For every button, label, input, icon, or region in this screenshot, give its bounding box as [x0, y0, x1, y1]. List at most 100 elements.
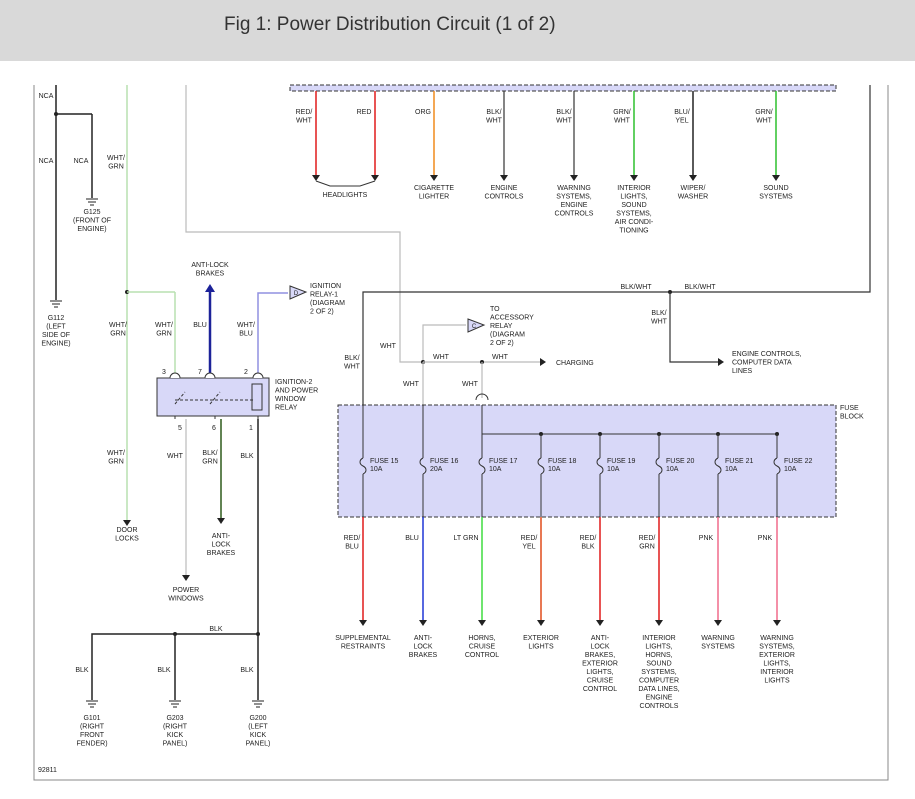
wire-label: BLU	[193, 322, 207, 329]
wire-label: WHT/BLU	[237, 322, 255, 338]
fuse-icon	[655, 457, 663, 475]
relay-input-wiring	[205, 284, 288, 376]
wire-label: BLK/WHT	[486, 109, 503, 125]
destination-wiper-washer: WIPER/WASHER	[678, 185, 708, 201]
wire-label: ORG	[415, 109, 431, 116]
wire-label: BLK	[75, 667, 89, 674]
nca-label: NCA	[39, 158, 54, 165]
fuse-label: FUSE 16	[430, 458, 459, 465]
wire-label: RED/YEL	[521, 535, 538, 551]
wire-label: GRN/WHT	[613, 109, 631, 125]
nca-label: NCA	[39, 93, 54, 100]
wire-label: WHT/GRN	[109, 322, 127, 338]
relay-pin: 5	[178, 425, 182, 432]
fuse-rating: 10A	[489, 466, 502, 473]
wire-label: WHT/GRN	[107, 155, 125, 171]
fuse-label: FUSE 19	[607, 458, 636, 465]
fuse-label: FUSE 17	[489, 458, 518, 465]
wire-label: BLK/WHT	[620, 284, 652, 291]
destination-charging: CHARGING	[556, 360, 594, 367]
fuse-label: FUSE 22	[784, 458, 813, 465]
wire-label: GRN/WHT	[755, 109, 773, 125]
page-title: Fig 1: Power Distribution Circuit (1 of …	[224, 14, 556, 35]
top-wires	[312, 91, 780, 187]
relay-pin: 2	[244, 369, 248, 376]
wire-label: BLK	[157, 667, 171, 674]
wire-label: WHT	[380, 343, 397, 350]
wire-label: BLK/WHT	[651, 310, 668, 326]
wire-label: BLK/WHT	[344, 355, 361, 371]
wire-label: RED/BLK	[580, 535, 597, 551]
wire-label: BLK/GRN	[202, 450, 218, 466]
wire-label: BLK	[240, 453, 254, 460]
connector-c-letter: C	[472, 324, 477, 330]
fuse-rating: 20A	[430, 466, 443, 473]
connector-d-letter: D	[294, 291, 299, 297]
wire-label: BLK	[240, 667, 254, 674]
connector-c-icon	[467, 318, 486, 333]
wire-label: BLK/WHT	[684, 284, 716, 291]
wire-label: WHT	[167, 453, 184, 460]
wire-label: WHT	[433, 354, 450, 361]
fuse-label: FUSE 20	[666, 458, 695, 465]
fuse-rating: 10A	[666, 466, 679, 473]
fuse-icon	[359, 457, 367, 475]
fuse-block-internals	[359, 405, 781, 517]
wire-label: WHT/GRN	[155, 322, 173, 338]
nca-label: NCA	[74, 158, 89, 165]
figure-number: 92811	[38, 767, 57, 774]
wire-label: PNK	[699, 535, 714, 542]
header-bar: Fig 1: Power Distribution Circuit (1 of …	[0, 0, 915, 61]
wire-label: BLK	[209, 626, 223, 633]
fuse-label: FUSE 21	[725, 458, 754, 465]
ignition-power-window-relay	[156, 372, 270, 419]
wire-label: WHT/GRN	[107, 450, 125, 466]
fuse-rating: 10A	[607, 466, 620, 473]
destination-headlights: HEADLIGHTS	[323, 192, 368, 199]
fuse-rating: 10A	[784, 466, 797, 473]
wire-label: RED/BLU	[344, 535, 361, 551]
relay-output-wiring	[182, 419, 259, 700]
top-power-bar	[289, 84, 837, 92]
left-ground-wiring	[50, 85, 98, 308]
wht-charging-wiring	[421, 324, 546, 405]
diagram-border	[33, 85, 889, 781]
wire-label: WHT	[492, 354, 509, 361]
relay-pin: 7	[198, 369, 202, 376]
wire-label: RED	[357, 109, 372, 116]
fuse-icon	[478, 457, 486, 475]
fuse-label: FUSE 18	[548, 458, 577, 465]
wire-label: BLK/WHT	[556, 109, 573, 125]
fuse-label: FUSE 15	[370, 458, 399, 465]
wire-label: LT GRN	[453, 535, 478, 542]
ground-bus	[86, 632, 264, 708]
wire-label: BLU	[405, 535, 419, 542]
fuse-block	[337, 404, 837, 518]
fuse-rating: 10A	[370, 466, 383, 473]
relay-pin: 6	[212, 425, 216, 432]
wire-label: WHT	[403, 381, 420, 388]
fuse-icon	[773, 457, 781, 475]
blk-wht-bus	[362, 85, 871, 405]
connector-d-icon	[289, 285, 308, 300]
